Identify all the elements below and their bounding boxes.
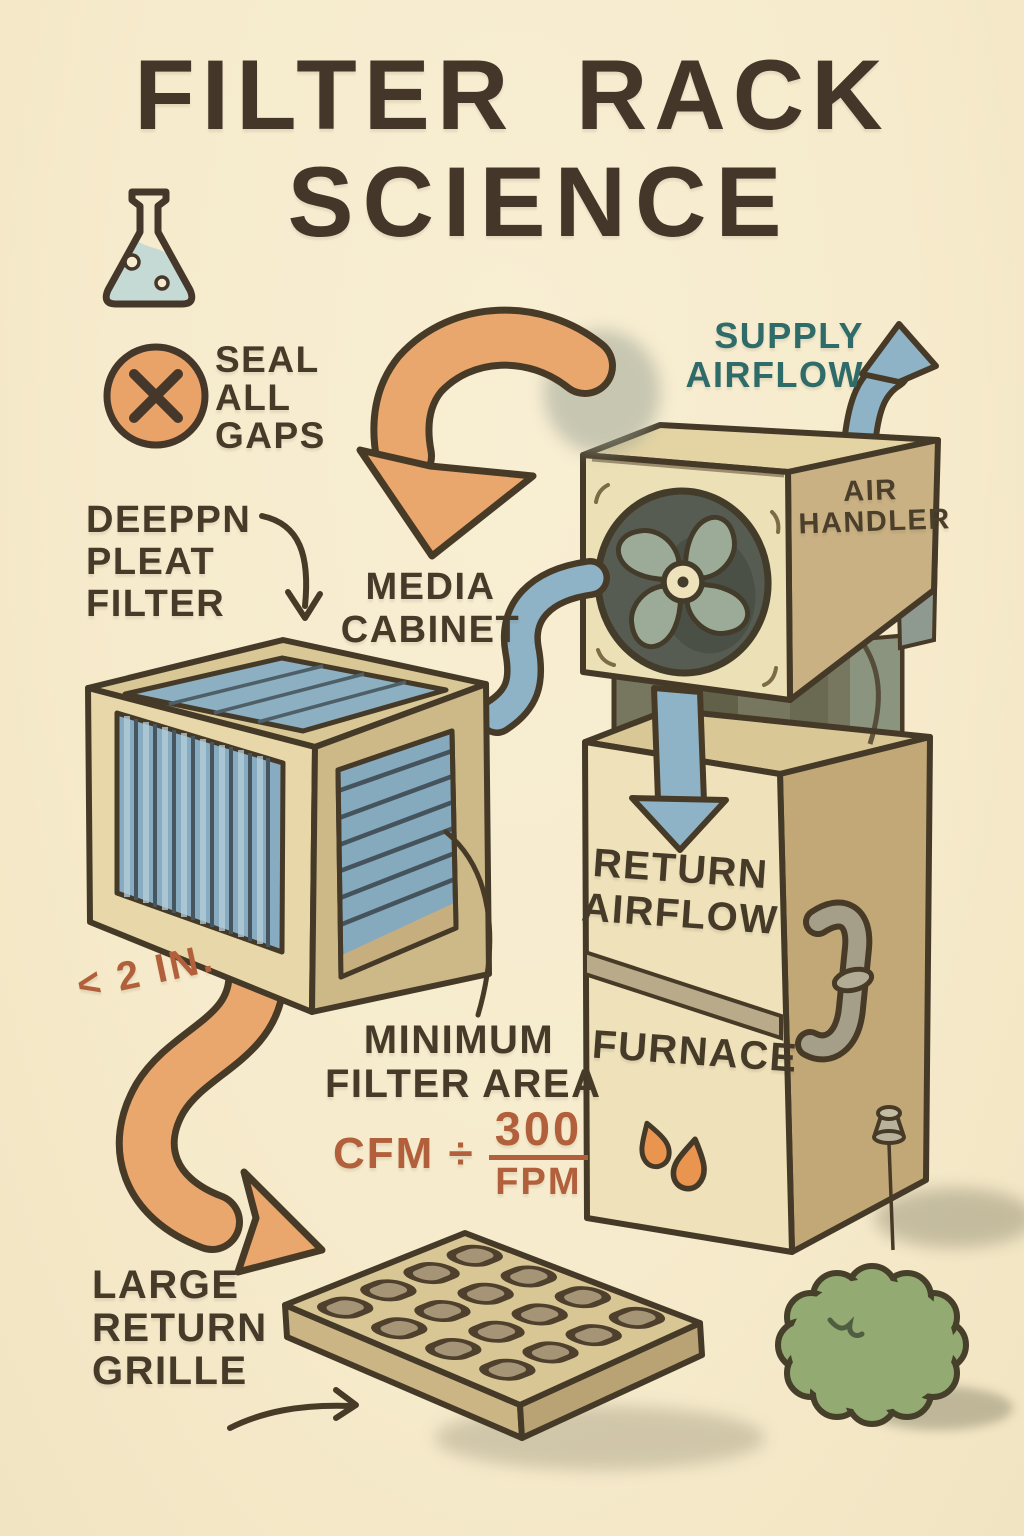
grille-slots <box>317 1244 666 1381</box>
label-seal-all-gaps: SEAL ALL GAPS <box>215 339 326 456</box>
pleated-filter-top <box>122 655 449 734</box>
label-supply-airflow: SUPPLY AIRFLOW <box>685 315 864 395</box>
air-handler-illustration <box>580 422 941 745</box>
furnace-illustration <box>582 707 933 1255</box>
formula-denominator: FPM <box>495 1161 582 1204</box>
fan-icon <box>594 487 772 677</box>
pointer-arrow-deep-pleat <box>259 513 323 621</box>
title-line-1: FILTER RACK <box>134 39 890 150</box>
pleated-filter-side <box>335 728 459 980</box>
formula-lhs: CFM ÷ <box>333 1128 475 1178</box>
label-large-return-grille: LARGE RETURN GRILLE <box>92 1263 268 1393</box>
label-air-handler: AIR HANDLER <box>798 474 952 541</box>
page-title: FILTER RACK SCIENCE <box>0 39 1024 257</box>
fan-motion-ticks <box>594 483 781 687</box>
pleated-filter-front <box>114 710 286 955</box>
return-path-arrow <box>115 953 326 1276</box>
x-circle-icon <box>103 343 209 449</box>
furnace-handle <box>795 899 875 1063</box>
pointer-arrow-grille <box>227 1387 359 1431</box>
return-grille-illustration <box>282 1230 705 1441</box>
label-minimum-filter-area: MINIMUM FILTER AREA <box>325 1018 602 1106</box>
connector-min-filter-area <box>443 829 493 1018</box>
furnace-divider <box>583 949 783 1041</box>
filter-area-formula: CFM ÷ 300 FPM <box>333 1104 589 1204</box>
supply-arrow-icon <box>841 321 939 459</box>
bush-illustration <box>775 1263 969 1427</box>
drain-pin <box>872 1105 906 1251</box>
media-cabinet-illustration <box>85 637 492 1015</box>
label-return-airflow: RETURN AIRFLOW <box>580 840 780 943</box>
seal-gaps-arrow <box>356 306 616 560</box>
formula-fraction: 300 FPM <box>488 1104 589 1204</box>
formula-numerator: 300 <box>488 1104 589 1161</box>
flame-icons <box>639 1120 707 1192</box>
return-arrow-icon <box>629 685 729 853</box>
flask-icon <box>102 188 196 308</box>
label-deep-pleat-filter: DEEPPN PLEAT FILTER <box>86 499 252 625</box>
label-media-cabinet: MEDIA CABINET <box>340 566 521 651</box>
duct-arrow <box>477 558 610 736</box>
title-line-2: SCIENCE <box>287 145 791 257</box>
